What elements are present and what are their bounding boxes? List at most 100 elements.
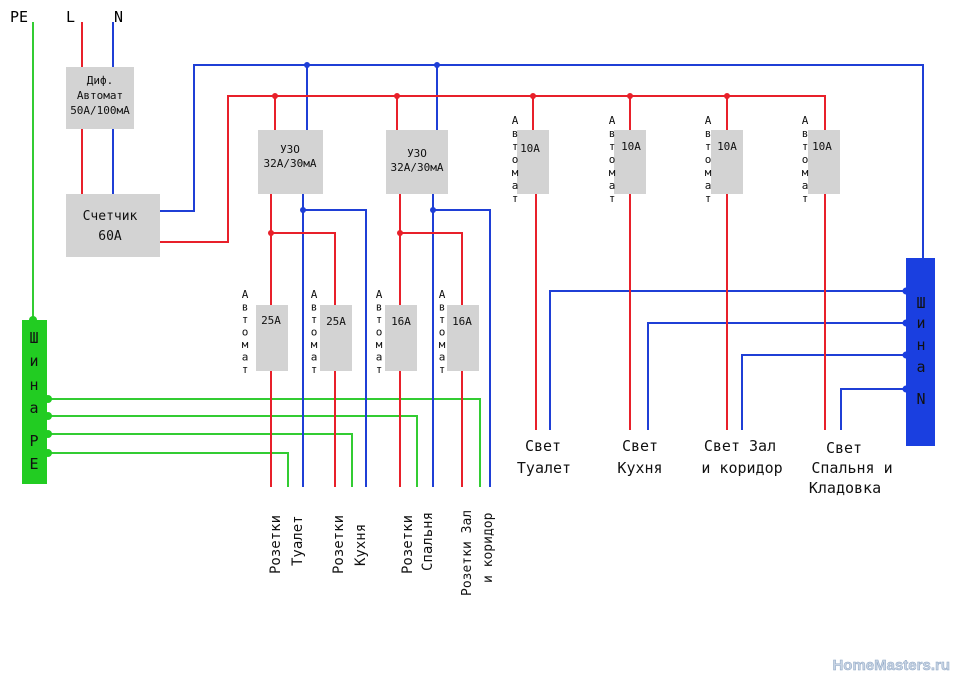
pe-wire-2: [48, 415, 418, 487]
breaker-word-letter: в: [609, 127, 616, 140]
light-label-4-line1: Свет: [826, 439, 862, 457]
pe-wire-3: [48, 433, 353, 487]
socket-label-1-line2: Туалет: [290, 515, 306, 566]
breaker-word-letter: о: [705, 153, 712, 166]
breaker-word-letter: в: [439, 301, 446, 314]
l-label: L: [66, 8, 75, 26]
rcd-2: УЗО 32А/30мА: [386, 130, 448, 194]
pe-bus-letter: и: [29, 352, 38, 370]
meter-line2: 60А: [98, 229, 122, 244]
light-label-4-line3: Кладовка: [809, 479, 881, 497]
breaker-word-letter: м: [376, 338, 383, 351]
light-breaker-2: 10А: [614, 130, 646, 194]
breaker-word-letter: в: [311, 301, 318, 314]
breaker-word-letter: т: [376, 313, 383, 326]
breaker-word-letter: т: [802, 192, 809, 205]
bus-terminal: [44, 395, 52, 403]
junction-dot: [530, 93, 536, 99]
breaker-word-letter: т: [242, 313, 249, 326]
meter-box: Счетчик 60А: [66, 194, 160, 257]
breaker-word-letter: о: [311, 326, 318, 339]
light-label-1-line1: Свет: [525, 437, 561, 455]
light-breaker-3: 10А: [711, 130, 743, 194]
pe-bus-letter: Ш: [29, 329, 38, 347]
breaker-word-letter: А: [609, 114, 616, 127]
breaker-word-letter: а: [242, 351, 249, 364]
pe-label: PE: [10, 8, 28, 26]
light-label-2-line2: Кухня: [617, 459, 662, 477]
rcd-rating: 32А/30мА: [391, 161, 444, 174]
breaker-word-letter: А: [802, 114, 809, 127]
breaker-word-letter: о: [439, 326, 446, 339]
junction-dots: [268, 62, 730, 236]
breaker-word-letter: А: [376, 288, 383, 301]
light-breaker-4: 10А: [808, 130, 840, 194]
l-meter-out: [160, 95, 826, 243]
breaker-word-letter: а: [609, 179, 616, 192]
light-label-3-line2: и коридор: [701, 459, 782, 477]
breaker-word-letter: в: [802, 127, 809, 140]
breaker-word-letter: А: [705, 114, 712, 127]
breaker-word-letter: м: [802, 166, 809, 179]
breaker-rating: 10А: [812, 140, 832, 153]
n-rcd2-branch: [433, 209, 491, 487]
breaker-word-letter: т: [802, 140, 809, 153]
bus-terminal: [44, 449, 52, 457]
breaker-rating: 10А: [520, 142, 540, 155]
breaker-word-letter: м: [439, 338, 446, 351]
socket-label-3-line2: Спальня: [420, 512, 436, 571]
bus-terminal: [902, 319, 910, 327]
junction-dot: [394, 93, 400, 99]
n-rcd1-branch: [303, 209, 367, 487]
socket-breaker-4: 16А: [447, 305, 479, 371]
pe-bus-letter: а: [29, 399, 38, 417]
n-bus-light-1: [549, 290, 906, 430]
breaker-word-letter: т: [376, 363, 383, 376]
breaker-word-letter: а: [376, 351, 383, 364]
bus-terminal: [29, 316, 37, 324]
breaker-word-letter: о: [242, 326, 249, 339]
n-bus-letter: и: [916, 314, 925, 332]
junction-dot: [300, 207, 306, 213]
light-label-3-line1: Свет Зал: [704, 437, 776, 455]
breaker-word-letter: м: [242, 338, 249, 351]
pe-wire-4: [48, 452, 289, 487]
n-bus-letter: а: [916, 358, 925, 376]
breaker-rating: 16А: [391, 315, 411, 328]
breaker-rating: 10А: [717, 140, 737, 153]
socket-breaker-3: 16А: [385, 305, 417, 371]
rcbo-box: Диф. Автомат 50А/100мА: [66, 67, 134, 129]
breaker-word-letter: т: [512, 192, 519, 205]
junction-dot: [627, 93, 633, 99]
breaker-word-letter: м: [609, 166, 616, 179]
breaker-rating: 16А: [452, 315, 472, 328]
junction-dot: [430, 207, 436, 213]
pe-bus-letter: Р: [29, 432, 38, 450]
breaker-rating: 25А: [261, 314, 281, 327]
junction-dot: [268, 230, 274, 236]
junction-dot: [397, 230, 403, 236]
breaker-word-letter: т: [609, 192, 616, 205]
rcd-rating: 32А/30мА: [264, 157, 317, 170]
breaker-word-letter: т: [311, 313, 318, 326]
breaker-word-letter: в: [242, 301, 249, 314]
n-bus-light-4: [840, 388, 906, 430]
breaker-word-letter: а: [439, 351, 446, 364]
breaker-word-letter: м: [705, 166, 712, 179]
breaker-word-letter: а: [705, 179, 712, 192]
l-rcd2-branch: [400, 232, 463, 305]
bus-terminal: [44, 430, 52, 438]
n-bus-light-3: [741, 354, 906, 430]
rcd-1: УЗО 32А/30мА: [258, 130, 323, 194]
meter-line1: Счетчик: [83, 209, 138, 224]
junction-dot: [724, 93, 730, 99]
socket-label-2-line1: Розетки: [331, 515, 347, 574]
breaker-word-letter: а: [311, 351, 318, 364]
light-label-2-line1: Свет: [622, 437, 658, 455]
breaker-word-letter: о: [802, 153, 809, 166]
n-bus-letter: Ш: [916, 294, 925, 312]
breaker-word-letter: т: [242, 363, 249, 376]
